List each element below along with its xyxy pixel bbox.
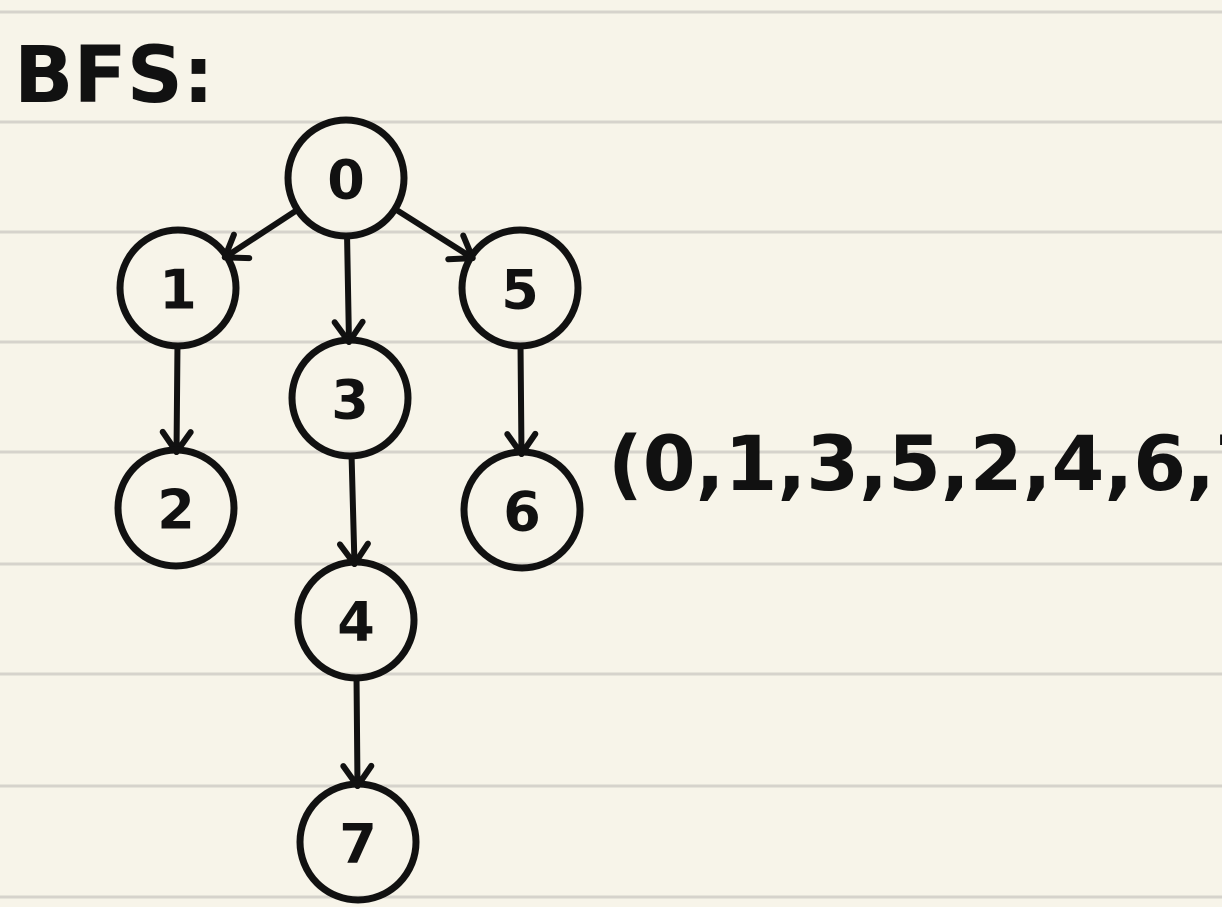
- edge-line: [221, 206, 301, 261]
- node-circle: [114, 446, 238, 570]
- edge-0-to-5: [392, 205, 476, 263]
- node-label: 2: [157, 479, 195, 542]
- node-circle: [284, 116, 408, 240]
- edge-5-to-6: [504, 342, 539, 458]
- node-label: 4: [337, 591, 375, 654]
- diagram-title: BFS:: [14, 31, 214, 121]
- edge-line: [344, 232, 352, 346]
- node-7: 7: [296, 780, 420, 904]
- traversal-order: (0,1,3,5,2,4,6,7): [608, 419, 1222, 508]
- node-label: 6: [503, 481, 541, 544]
- node-circle: [294, 558, 418, 682]
- node-label: 1: [159, 259, 197, 322]
- node-label: 7: [339, 813, 377, 876]
- node-4: 4: [294, 558, 418, 682]
- edge-line: [392, 205, 476, 262]
- node-label: 5: [501, 259, 539, 322]
- graph-nodes: 0 1 5 3 2 6 4 7: [114, 116, 584, 904]
- node-circle: [296, 780, 420, 904]
- edge-line: [353, 674, 361, 790]
- node-circle: [458, 226, 582, 350]
- edge-line: [173, 342, 181, 456]
- edge-0-to-3: [331, 232, 366, 346]
- edge-4-to-7: [340, 674, 375, 790]
- edge-line: [517, 342, 525, 458]
- node-6: 6: [460, 448, 584, 572]
- edge-line: [348, 452, 358, 568]
- node-label: 0: [327, 149, 365, 212]
- edge-3-to-4: [336, 452, 371, 568]
- node-circle: [460, 448, 584, 572]
- edge-0-to-1: [221, 206, 301, 262]
- node-label: 3: [331, 369, 369, 432]
- node-3: 3: [288, 336, 412, 460]
- node-2: 2: [114, 446, 238, 570]
- node-circle: [116, 226, 240, 350]
- edge-1-to-2: [159, 342, 194, 456]
- graph-edges: [159, 205, 539, 790]
- node-circle: [288, 336, 412, 460]
- node-5: 5: [458, 226, 582, 350]
- node-0: 0: [284, 116, 408, 240]
- node-1: 1: [116, 226, 240, 350]
